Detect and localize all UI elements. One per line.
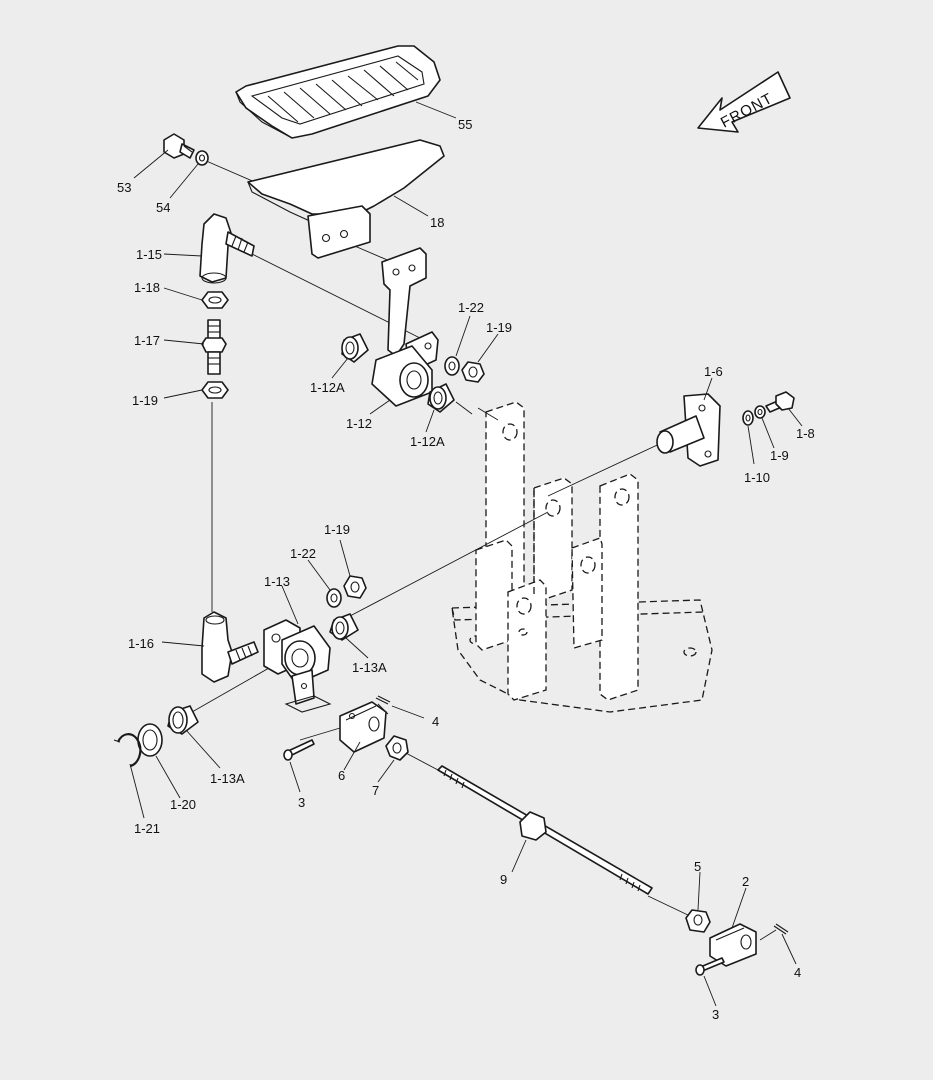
label-1-15: 1-15 <box>136 247 162 262</box>
label-3-upper: 3 <box>298 795 305 810</box>
clevis-6 <box>339 701 387 753</box>
label-55: 55 <box>458 117 472 132</box>
nut-1-19-top-right <box>461 361 485 383</box>
rod-end-1-16 <box>201 611 259 683</box>
snap-ring-1-21 <box>113 733 142 768</box>
label-1-22-mid: 1-22 <box>290 546 316 561</box>
label-1-6: 1-6 <box>704 364 723 379</box>
label-4-upper: 4 <box>432 714 439 729</box>
cotter-4-upper <box>375 695 391 705</box>
nut-1-18 <box>201 291 229 309</box>
label-1-21: 1-21 <box>134 821 160 836</box>
label-1-13a-low: 1-13A <box>210 771 245 786</box>
washer-1-10 <box>742 410 754 426</box>
label-1-12a-right: 1-12A <box>410 434 445 449</box>
rod-end-1-15 <box>199 213 255 284</box>
label-1-16: 1-16 <box>128 636 154 651</box>
label-1-17: 1-17 <box>134 333 160 348</box>
leader-lines <box>129 101 803 1007</box>
pedal-arm <box>247 139 445 259</box>
washer-1-22-mid <box>326 588 342 608</box>
lower-lever-1-13 <box>263 619 332 713</box>
washer-1-20 <box>137 723 163 757</box>
pin-3-upper <box>283 739 315 761</box>
label-1-10: 1-10 <box>744 470 770 485</box>
label-1-12a-left: 1-12A <box>310 380 345 395</box>
label-1-18: 1-18 <box>134 280 160 295</box>
clevis-2 <box>709 923 757 967</box>
label-54: 54 <box>156 200 170 215</box>
pin-3-lower <box>695 957 725 976</box>
bushing-1-12a-left <box>341 333 369 363</box>
pivot-pin-1-6 <box>656 393 721 467</box>
label-5: 5 <box>694 859 701 874</box>
lock-washer-1-9 <box>754 405 766 419</box>
label-1-8: 1-8 <box>796 426 815 441</box>
label-9: 9 <box>500 872 507 887</box>
bushing-1-13a-low <box>167 705 199 735</box>
nut-5 <box>685 909 711 933</box>
part-labels: 55 53 54 18 1-15 1-18 1-17 1-19 1-22 1-1… <box>117 117 815 1022</box>
label-4-lower: 4 <box>794 965 801 980</box>
bolt-53 <box>163 133 195 159</box>
label-1-22-top: 1-22 <box>458 300 484 315</box>
bushing-1-13a-mid <box>329 613 359 641</box>
nut-1-19-left <box>201 381 229 399</box>
label-1-9: 1-9 <box>770 448 789 463</box>
bolt-1-8 <box>765 391 795 413</box>
pedal-rubber-pad <box>235 45 441 139</box>
label-2: 2 <box>742 874 749 889</box>
bushing-1-12a-right <box>427 383 455 413</box>
nut-1-19-mid <box>343 575 367 599</box>
label-1-13a-mid: 1-13A <box>352 660 387 675</box>
label-53: 53 <box>117 180 131 195</box>
stud-1-17 <box>201 319 227 375</box>
label-1-20: 1-20 <box>170 797 196 812</box>
cotter-4-lower <box>773 923 789 935</box>
label-1-19-right: 1-19 <box>486 320 512 335</box>
washer-54 <box>195 150 209 166</box>
nut-7 <box>385 735 409 761</box>
label-3-lower: 3 <box>712 1007 719 1022</box>
pedal-lever-bracket <box>381 247 439 373</box>
label-7: 7 <box>372 783 379 798</box>
label-1-19-top: 1-19 <box>132 393 158 408</box>
label-1-12: 1-12 <box>346 416 372 431</box>
washer-1-22-top <box>444 356 460 376</box>
frame-mount-dashed <box>451 401 713 713</box>
adjusting-rod-9 <box>437 765 653 895</box>
label-18: 18 <box>430 215 444 230</box>
front-direction-arrow: FRONT <box>697 71 791 133</box>
label-1-13: 1-13 <box>264 574 290 589</box>
label-6: 6 <box>338 768 345 783</box>
label-1-19-mid: 1-19 <box>324 522 350 537</box>
